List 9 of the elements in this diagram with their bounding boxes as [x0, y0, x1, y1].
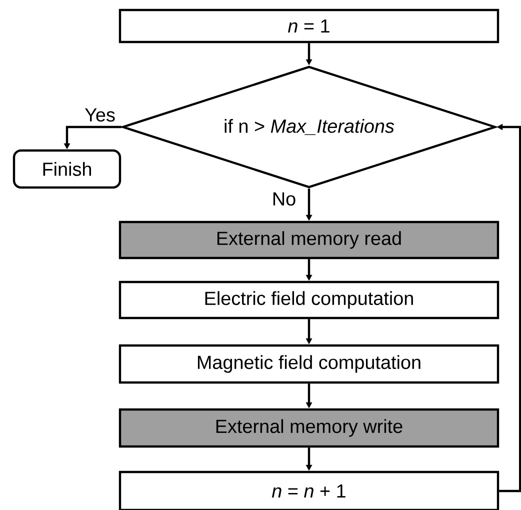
edge-label: Yes: [84, 107, 116, 123]
process-box: n = 1: [118, 8, 500, 44]
process-box: Magnetic field computation: [118, 344, 500, 384]
edge-label: No: [270, 191, 298, 207]
terminal-box: Finish: [12, 149, 122, 189]
process-box: External memory read: [118, 220, 500, 260]
process-box: External memory write: [118, 408, 500, 448]
process-box: Electric field computation: [118, 280, 500, 320]
process-box: n = n + 1: [118, 470, 500, 510]
